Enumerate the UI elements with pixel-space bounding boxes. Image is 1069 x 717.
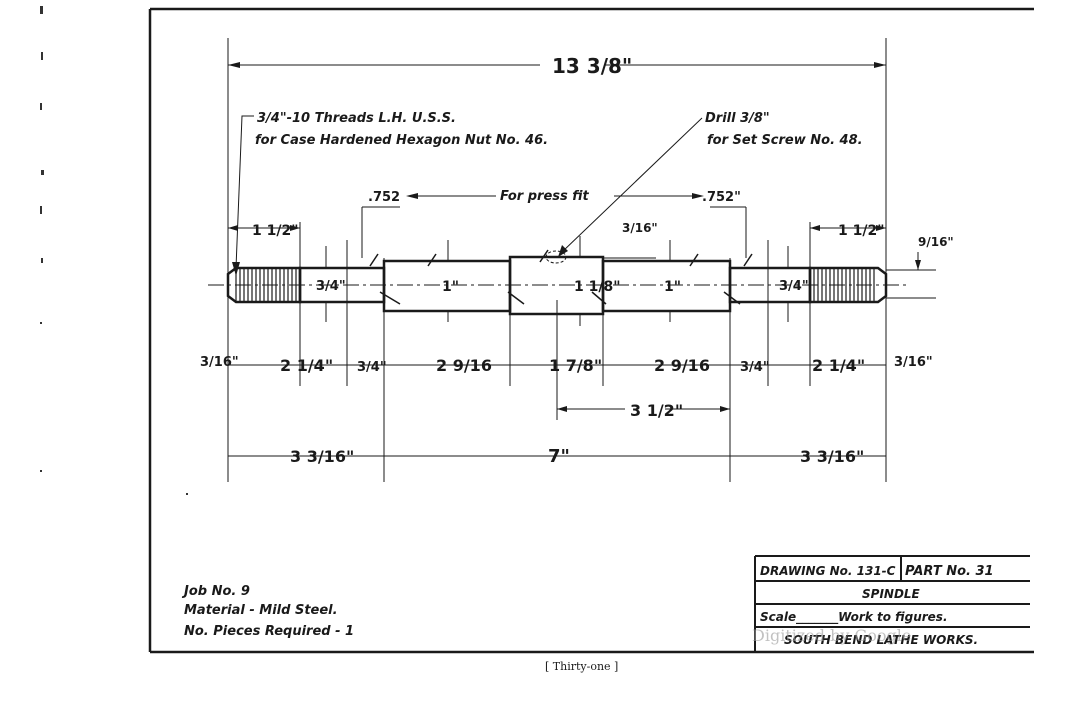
dim-row1-8: 3/16" [894,355,933,370]
company-name: SOUTH BEND LATHE WORKS. [784,633,978,647]
page-number: [ Thirty-one ] [545,660,618,673]
diameter-left-large: 1" [442,279,459,295]
thread-diameter-right: 9/16" [918,235,954,249]
top-small-dimensions: 1 1/2" 1 1/2" 3/16" 9/16" [228,221,954,299]
press-fit-left-label: .752 [368,190,400,205]
dim-row1-5: 2 9/16 [654,356,710,375]
drawing-border [148,7,1034,654]
press-fit-label: For press fit [500,189,590,204]
scale-note: Scale_______Work to figures. [760,610,948,625]
diameter-left-small: 3/4" [316,279,346,294]
dim-row1-4: 1 7/8" [549,356,602,375]
dimension-mid: 3 1/2" [557,401,730,420]
dim-mid-label: 3 1/2" [630,401,683,420]
diameter-labels: 3/4" 1" 1 1/8" 1" 3/4" [316,236,809,326]
dim-row1-0: 3/16" [200,355,239,370]
dim-row1-3: 2 9/16 [436,356,492,375]
thread-note-line2: for Case Hardened Hexagon Nut No. 46. [255,133,548,148]
job-number: Job No. 9 [181,584,250,599]
margin-specks [40,6,188,495]
job-material: Material - Mild Steel. [184,603,338,618]
watermark: Digitized by Google [752,626,911,645]
dim-row3-1: 7" [548,446,570,467]
spindle-body [226,255,888,316]
dim-row3-2: 3 3/16" [800,447,864,466]
drill-note-line2: for Set Screw No. 48. [707,133,863,148]
drill-note: Drill 3/8" for Set Screw No. 48. [545,111,863,264]
thread-note-line1: 3/4"-10 Threads L.H. U.S.S. [257,111,456,126]
diameter-right-large: 1" [664,279,681,295]
thread-length-left: 1 1/2" [252,223,299,239]
job-pieces: No. Pieces Required - 1 [184,624,354,639]
dim-row1-7: 2 1/4" [812,356,865,375]
dim-row1-1: 2 1/4" [280,356,333,375]
part-number: PART No. 31 [905,564,994,579]
thread-length-right: 1 1/2" [838,223,885,239]
diameter-right-small: 3/4" [779,279,809,294]
part-name: SPINDLE [862,587,921,601]
dim-row1-6: 3/4" [740,360,770,375]
drawing-number: DRAWING No. 131-C [760,564,896,578]
press-fit-right-label: .752" [702,190,741,205]
break-marks [369,249,753,305]
dimension-row-1: 3/16" 2 1/4" 3/4" 2 9/16 1 7/8" 2 9/16 3… [200,355,933,375]
extension-lines [227,38,887,482]
dimension-row-3: 3 3/16" 7" 3 3/16" [228,446,886,467]
dim-row3-0: 3 3/16" [290,447,354,466]
thread-note: 3/4"-10 Threads L.H. U.S.S. for Case Har… [232,111,548,276]
diameter-center: 1 1/8" [574,279,621,295]
dim-row1-2: 3/4" [357,360,387,375]
overall-dimension: 13 3/8" [228,54,886,78]
drill-note-line1: Drill 3/8" [705,111,770,126]
overall-length-label: 13 3/8" [552,54,632,78]
job-info: Job No. 9 Material - Mild Steel. No. Pie… [181,584,354,639]
set-screw-offset: 3/16" [622,221,658,235]
title-block: DRAWING No. 131-C PART No. 31 SPINDLE Sc… [754,555,1030,652]
press-fit-dimension: .752 For press fit .752" [361,189,747,258]
